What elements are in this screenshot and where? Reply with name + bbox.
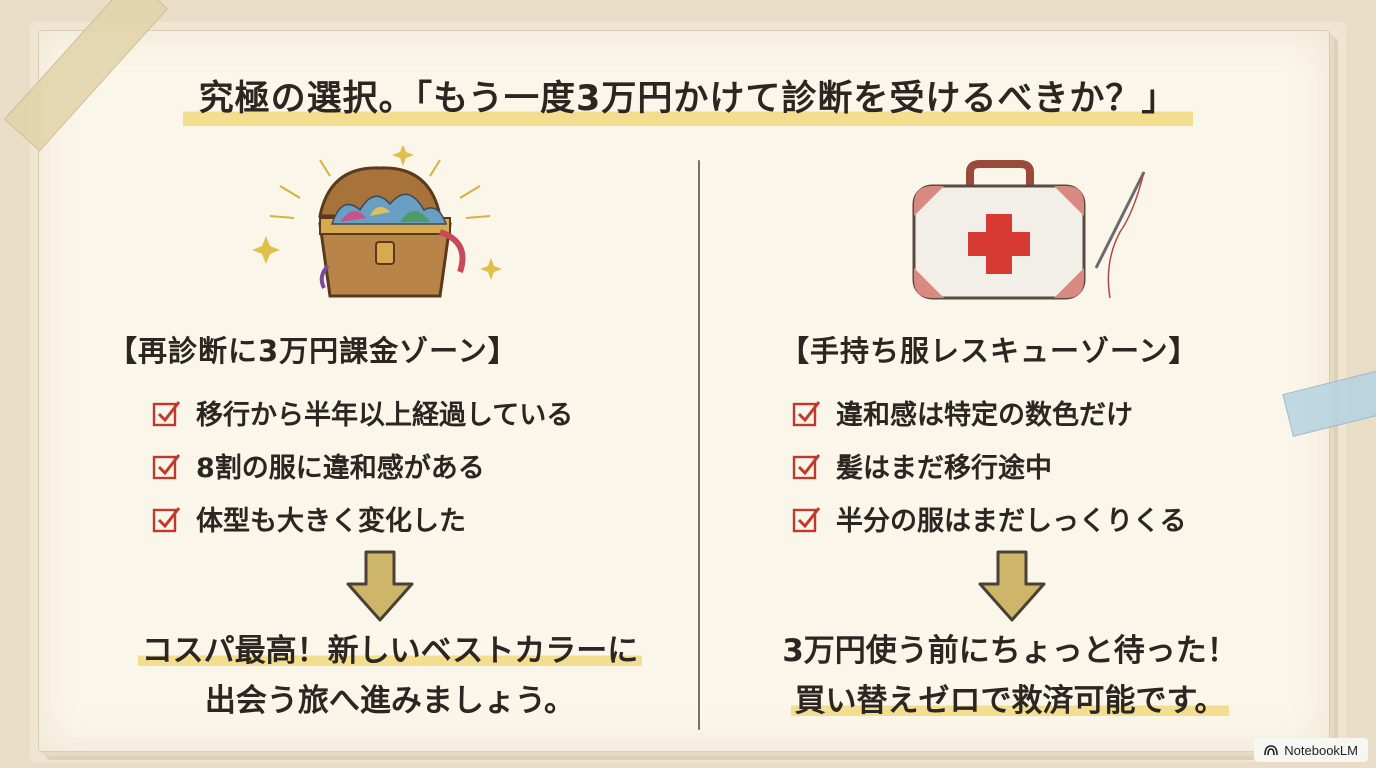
arrow-down-icon bbox=[978, 550, 1046, 622]
list-item: 半分の服はまだしっくりくる bbox=[792, 492, 1186, 545]
left-checklist: 移行から半年以上経過している 8割の服に違和感がある 体型も大きく変化した bbox=[152, 386, 573, 545]
page-title: 究極の選択。「もう一度3万円かけて診断を受けるべきか？」 bbox=[182, 66, 1194, 131]
right-result-line2: 買い替えゼロで救済可能です。 bbox=[790, 683, 1230, 719]
list-item: 髪はまだ移行途中 bbox=[792, 439, 1186, 492]
left-result-line2: 出会う旅へ進みましょう。 bbox=[204, 683, 576, 719]
check-text: 移行から半年以上経過している bbox=[196, 400, 574, 431]
right-checklist: 違和感は特定の数色だけ 髪はまだ移行途中 半分の服はまだしっくりくる bbox=[792, 386, 1186, 545]
watermark-text: NotebookLM bbox=[1284, 742, 1358, 758]
checkbox-checked-icon bbox=[792, 506, 821, 532]
arrow-down-icon bbox=[346, 550, 414, 622]
check-text: 8割の服に違和感がある bbox=[196, 453, 485, 484]
notebook-page bbox=[38, 30, 1330, 752]
list-item: 違和感は特定の数色だけ bbox=[792, 386, 1186, 439]
list-item: 8割の服に違和感がある bbox=[152, 439, 573, 492]
list-item: 移行から半年以上経過している bbox=[152, 386, 573, 439]
checkbox-checked-icon bbox=[792, 400, 821, 426]
check-text: 違和感は特定の数色だけ bbox=[836, 400, 1133, 431]
title-wrap: 究極の選択。「もう一度3万円かけて診断を受けるべきか？」 bbox=[0, 66, 1376, 131]
column-divider bbox=[698, 160, 700, 730]
check-text: 髪はまだ移行途中 bbox=[836, 453, 1052, 484]
left-result-line1: コスパ最高！新しいベストカラーに bbox=[137, 633, 643, 669]
checkbox-checked-icon bbox=[152, 453, 181, 479]
left-result: コスパ最高！新しいベストカラーに 出会う旅へ進みましょう。 bbox=[110, 626, 670, 726]
list-item: 体型も大きく変化した bbox=[152, 492, 573, 545]
right-result: 3万円使う前にちょっと待った！ 買い替えゼロで救済可能です。 bbox=[750, 626, 1270, 726]
treasure-chest-icon bbox=[252, 146, 502, 298]
checkbox-checked-icon bbox=[152, 506, 181, 532]
right-result-line1: 3万円使う前にちょっと待った！ bbox=[782, 633, 1238, 669]
checkbox-checked-icon bbox=[152, 400, 181, 426]
check-text: 体型も大きく変化した bbox=[196, 506, 466, 537]
first-aid-kit-icon bbox=[912, 160, 1146, 300]
left-zone-title: 【再診断に3万円課金ゾーン】 bbox=[108, 334, 518, 368]
checkbox-checked-icon bbox=[792, 453, 821, 479]
notebooklm-logo-icon bbox=[1264, 745, 1279, 756]
check-text: 半分の服はまだしっくりくる bbox=[836, 506, 1187, 537]
right-zone-title: 【手持ち服レスキューゾーン】 bbox=[780, 334, 1199, 368]
notebooklm-watermark: NotebookLM bbox=[1254, 738, 1368, 762]
